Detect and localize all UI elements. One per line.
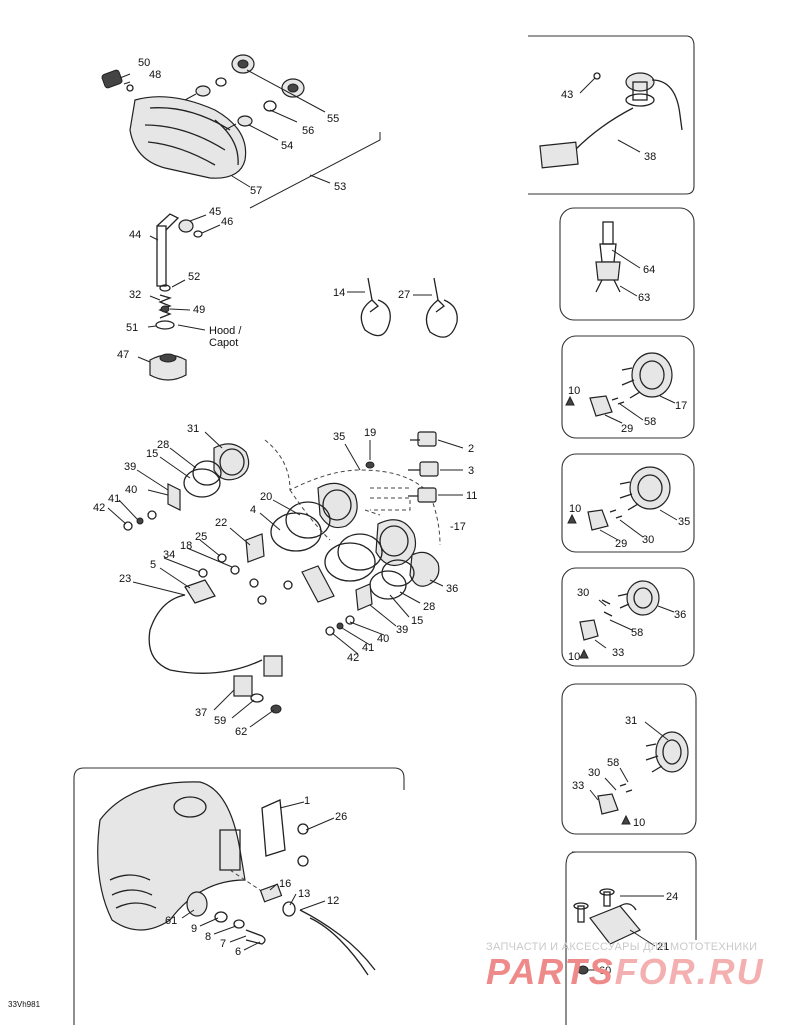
callout-29-b: 29 (615, 538, 627, 550)
callout-45: 45 (209, 206, 221, 218)
callout-30-b: 30 (577, 587, 589, 599)
headlight-assembly (101, 54, 381, 209)
callout-33-a: 33 (612, 647, 624, 659)
callout-26: 26 (335, 811, 347, 823)
callout-17-a: 17 (675, 400, 687, 412)
callout-10-a: 10 (568, 385, 580, 397)
callout-10-b: 10 (569, 503, 581, 515)
callout-64: 64 (643, 264, 655, 276)
callout-13: 13 (298, 888, 310, 900)
callout-34: 34 (163, 549, 175, 561)
callout-52: 52 (188, 271, 200, 283)
callout-28-b: 28 (423, 601, 435, 613)
callout-9: 9 (191, 923, 197, 935)
callout-25: 25 (195, 531, 207, 543)
gauge-cluster (123, 431, 441, 714)
callout-18: 18 (180, 540, 192, 552)
callout-53: 53 (334, 181, 346, 193)
callout-1: 1 (304, 795, 310, 807)
callout-57: 57 (250, 185, 262, 197)
callout-labels: 50 48 55 56 54 53 57 45 46 44 52 32 49 5… (93, 57, 690, 977)
callout-39-a: 39 (124, 461, 136, 473)
callout-16: 16 (279, 878, 291, 890)
callout-8: 8 (205, 931, 211, 943)
callout-50: 50 (138, 57, 150, 69)
callout-40-a: 40 (125, 484, 137, 496)
callout-58-a: 58 (644, 416, 656, 428)
callout-24: 24 (666, 891, 678, 903)
callout-31-b: 31 (625, 715, 637, 727)
right-panels (528, 35, 697, 1025)
callout-30-a: 30 (642, 534, 654, 546)
callout-42-b: 42 (347, 652, 359, 664)
hood-label-line2: Capot (209, 337, 238, 349)
callout-7: 7 (220, 938, 226, 950)
callout-44: 44 (129, 229, 141, 241)
strap-clamps (360, 277, 458, 338)
callout-41-a: 41 (108, 493, 120, 505)
callout-23: 23 (119, 573, 131, 585)
callout-19: 19 (364, 427, 376, 439)
hood-label-line1: Hood / (209, 325, 242, 337)
callout-54: 54 (281, 140, 293, 152)
callout-40-b: 40 (377, 633, 389, 645)
callout-62: 62 (235, 726, 247, 738)
callout-55: 55 (327, 113, 339, 125)
callout-48: 48 (149, 69, 161, 81)
callout-41-b: 41 (362, 642, 374, 654)
callout-29-a: 29 (621, 423, 633, 435)
callout-49: 49 (193, 304, 205, 316)
callout-38: 38 (644, 151, 656, 163)
callout-15-b: 15 (411, 615, 423, 627)
callout-15-a: 15 (146, 448, 158, 460)
callout-59: 59 (214, 715, 226, 727)
callout-51: 51 (126, 322, 138, 334)
callout-21: 21 (657, 941, 669, 953)
callout-36-b: 36 (674, 609, 686, 621)
hood-fastener-stack (149, 213, 206, 381)
callout-10-d: 10 (633, 817, 645, 829)
bottom-left-panel (73, 767, 405, 1025)
callout-33-b: 33 (572, 780, 584, 792)
callout-61: 61 (165, 915, 177, 927)
callout-46: 46 (221, 216, 233, 228)
callout-32: 32 (129, 289, 141, 301)
callout-2: 2 (468, 443, 474, 455)
callout-43: 43 (561, 89, 573, 101)
callout-31-a: 31 (187, 423, 199, 435)
callout-11: 11 (466, 490, 477, 502)
callout-12: 12 (327, 895, 339, 907)
callout-17-b: -17 (450, 521, 466, 533)
callout-30-c: 30 (588, 767, 600, 779)
callout-36-a: 36 (446, 583, 458, 595)
callout-14: 14 (333, 287, 345, 299)
callout-35-a: 35 (333, 431, 345, 443)
leader-lines (107, 69, 678, 971)
callout-63: 63 (638, 292, 650, 304)
callout-60: 60 (599, 965, 611, 977)
callout-20: 20 (260, 491, 272, 503)
callout-56: 56 (302, 125, 314, 137)
reference-code: 33Vh981 (8, 1000, 41, 1009)
callout-5: 5 (150, 559, 156, 571)
callout-39-b: 39 (396, 624, 408, 636)
callout-4: 4 (250, 504, 256, 516)
callout-35-b: 35 (678, 516, 690, 528)
callout-42-a: 42 (93, 502, 105, 514)
callout-58-c: 58 (607, 757, 619, 769)
callout-27: 27 (398, 289, 410, 301)
callout-3: 3 (468, 465, 474, 477)
callout-47: 47 (117, 349, 129, 361)
callout-6: 6 (235, 946, 241, 958)
callout-10-c: 10 (568, 651, 580, 663)
callout-37: 37 (195, 707, 207, 719)
callout-28-a: 28 (157, 439, 169, 451)
callout-22: 22 (215, 517, 227, 529)
callout-58-b: 58 (631, 627, 643, 639)
